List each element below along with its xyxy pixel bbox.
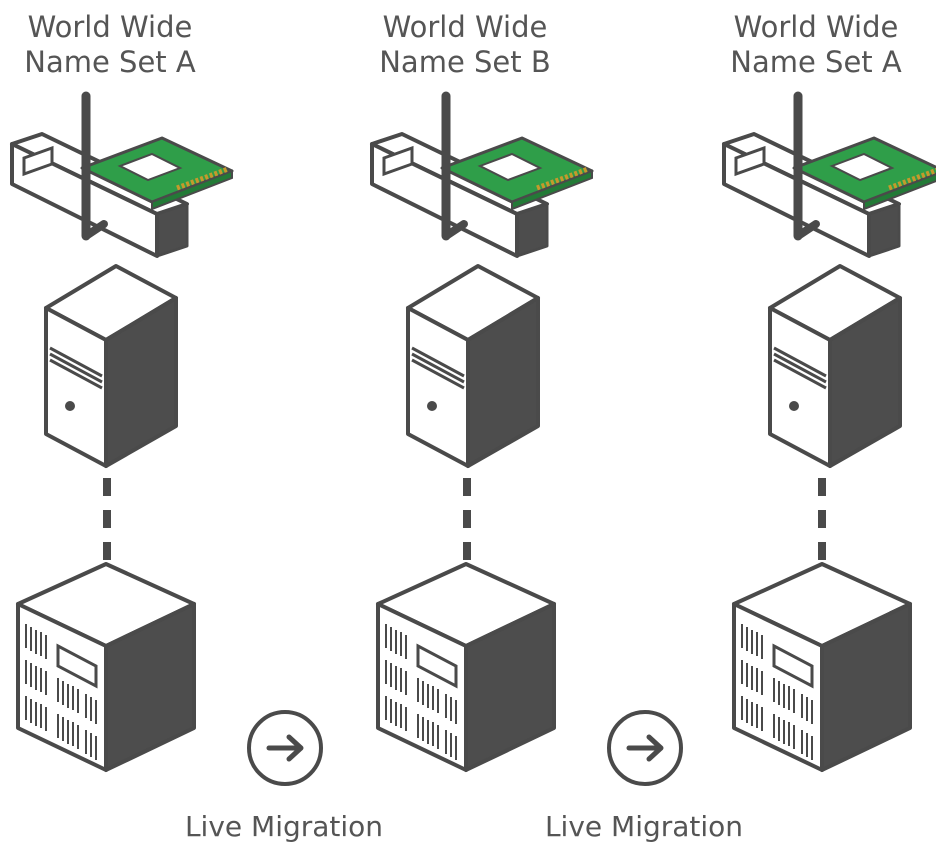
storage-array-icon-1 <box>16 562 196 772</box>
column-2-title: World Wide Name Set B <box>355 10 575 80</box>
column-1-title-line1: World Wide <box>27 10 193 44</box>
network-adapter-icon-2 <box>372 96 592 256</box>
column-1-title: World Wide Name Set A <box>0 10 220 80</box>
column-3-title-line1: World Wide <box>733 10 899 44</box>
migration-label-2: Live Migration <box>544 810 744 843</box>
column-3-title-line2: Name Set A <box>730 45 902 79</box>
column-2-title-line2: Name Set B <box>379 45 551 79</box>
network-adapter-icon-3 <box>724 96 936 256</box>
column-2-title-line1: World Wide <box>382 10 548 44</box>
column-3-title: World Wide Name Set A <box>706 10 926 80</box>
network-adapter-icon-1 <box>12 96 232 256</box>
host-server-icon-2 <box>406 264 540 468</box>
host-server-icon-1 <box>44 264 178 468</box>
storage-array-icon-3 <box>732 562 912 772</box>
migration-label-1: Live Migration <box>184 810 384 843</box>
arrow-right-icon-2 <box>609 712 681 784</box>
host-server-icon-3 <box>768 264 902 468</box>
storage-array-icon-2 <box>376 562 556 772</box>
arrow-right-icon-1 <box>249 712 321 784</box>
column-1-title-line2: Name Set A <box>24 45 196 79</box>
